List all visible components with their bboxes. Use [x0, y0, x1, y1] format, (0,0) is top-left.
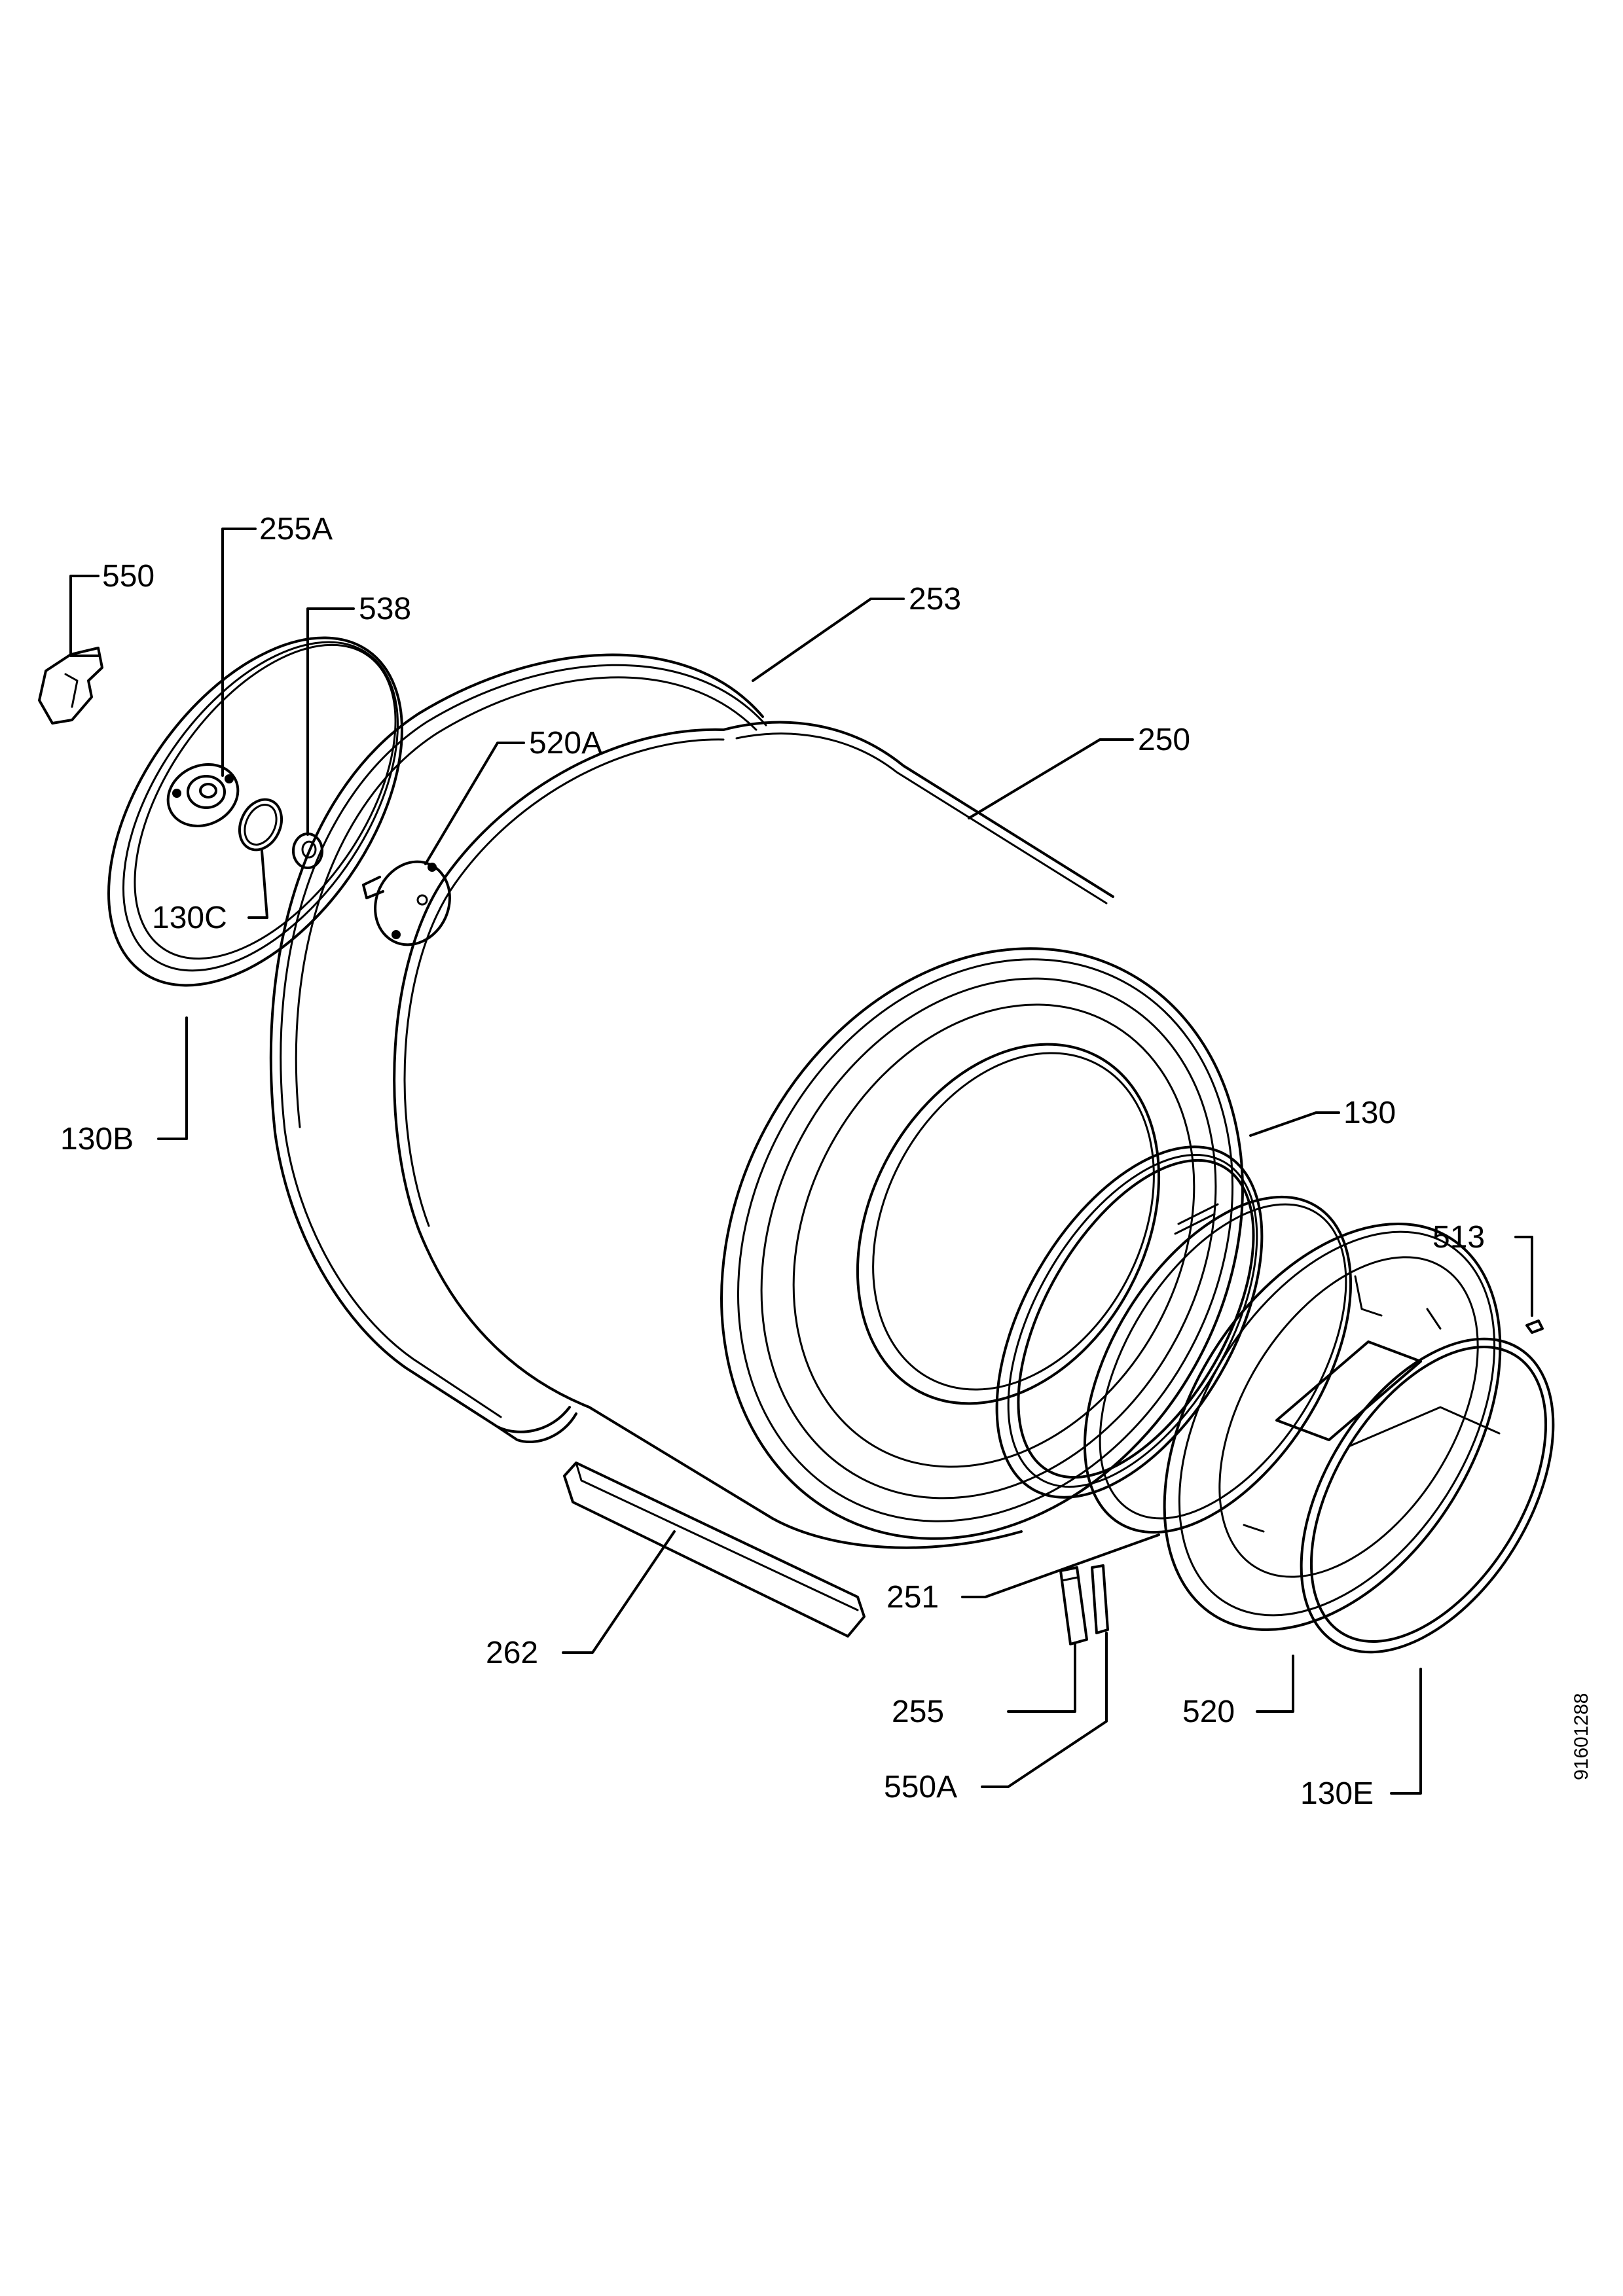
part-513-clip: [1525, 1319, 1544, 1334]
part-262-baffle: [563, 1462, 866, 1638]
part-255-bracket: [1059, 1566, 1088, 1645]
label-253: 253: [909, 582, 961, 617]
leader-lines: [69, 528, 1533, 1795]
part-550a-bracket: [1091, 1564, 1109, 1634]
part-520-front-bearing: [1163, 1222, 1502, 1632]
part-labels: 550 255A 538 253 520A 250 130C 130B 130 …: [60, 512, 1485, 1811]
label-550a: 550A: [884, 1770, 957, 1804]
label-513: 513: [1432, 1220, 1485, 1255]
part-251-felt-ring: [1083, 1195, 1353, 1534]
label-251: 251: [886, 1580, 939, 1615]
label-262: 262: [486, 1636, 538, 1670]
label-520: 520: [1182, 1695, 1235, 1729]
label-130c: 130C: [152, 901, 227, 935]
part-130-seal: [995, 1145, 1264, 1499]
part-250-drum: [393, 721, 1244, 1549]
part-520a-bearing-plate: [362, 860, 451, 946]
part-130c-seal-ring: [238, 798, 283, 852]
label-538: 538: [359, 592, 411, 626]
part-538-washer: [292, 833, 323, 869]
part-253-drum-shell: [269, 653, 767, 1444]
label-130e: 130E: [1300, 1776, 1374, 1811]
part-255a-bearing: [166, 763, 240, 827]
label-130b: 130B: [60, 1122, 134, 1157]
label-130: 130: [1343, 1096, 1396, 1130]
document-number: 91601288: [1571, 1693, 1592, 1780]
label-550: 550: [102, 559, 155, 594]
label-520a: 520A: [529, 726, 602, 761]
label-255a: 255A: [259, 512, 333, 547]
part-130b-rear-cover: [107, 636, 403, 987]
label-250: 250: [1138, 723, 1190, 757]
part-130e-front-gasket: [1300, 1337, 1555, 1654]
label-255: 255: [892, 1695, 944, 1729]
part-550-clip: [38, 647, 103, 725]
